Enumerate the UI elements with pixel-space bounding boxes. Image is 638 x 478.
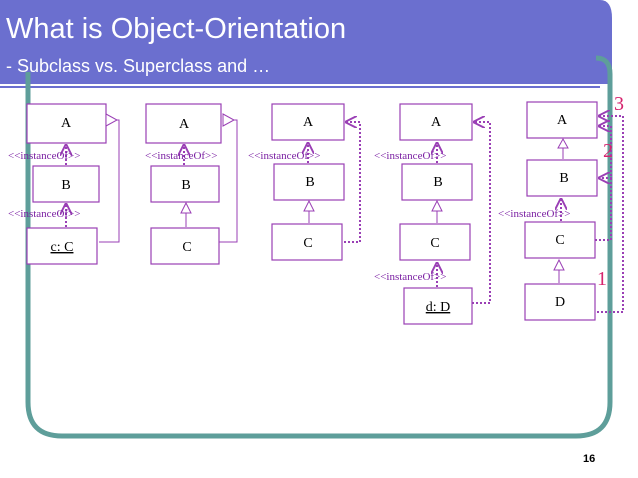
slide-subtitle: - Subclass vs. Superclass and … — [6, 56, 270, 76]
header-band — [0, 0, 612, 84]
generalization-arrowhead — [557, 137, 569, 149]
stereotype-label: <<instanceOf>> — [8, 208, 80, 220]
generalization-arrowhead — [222, 113, 236, 127]
class-box-c — [271, 223, 343, 261]
diagram-5: A B C D <<instanceOf>> 3 2 1 — [498, 93, 624, 321]
class-box-a — [271, 103, 345, 141]
class-label: A — [179, 117, 190, 132]
instance-of-dotted — [344, 122, 361, 243]
class-label: B — [61, 178, 70, 193]
instance-of-dotted — [597, 116, 624, 313]
class-box-b — [273, 163, 345, 201]
instance-of-dotted — [595, 126, 612, 241]
generalization-arrowhead — [431, 199, 443, 212]
class-box-c — [399, 223, 471, 261]
class-label: A — [431, 115, 442, 130]
step-number-2: 2 — [603, 140, 613, 162]
stereotype-label: <<instanceOf>> — [374, 150, 446, 162]
stereotype-label: <<instanceOf>> — [498, 208, 570, 220]
class-label: D — [555, 295, 565, 310]
diagram-4: A B C d: D <<instanceOf>> <<instanceOf>> — [374, 103, 491, 325]
object-box-c — [26, 227, 98, 265]
class-box-a — [145, 103, 222, 144]
step-number-3: 3 — [614, 93, 624, 115]
stereotype-label: <<instanceOf>> — [145, 150, 217, 162]
instance-of-dotted — [472, 122, 491, 304]
class-label: B — [305, 175, 314, 190]
class-label: C — [430, 236, 439, 251]
class-box-d — [524, 283, 596, 321]
object-label: d: D — [426, 300, 451, 315]
stereotype-label: <<instanceOf>> — [8, 150, 80, 162]
class-box-c — [150, 227, 220, 265]
class-label: C — [303, 236, 312, 251]
class-label: C — [555, 233, 564, 248]
generalization-line — [219, 119, 238, 243]
generalization-arrowhead — [105, 113, 119, 127]
slide-frame — [25, 55, 613, 439]
step-number-1: 1 — [597, 268, 607, 290]
class-label: A — [61, 116, 72, 131]
class-box-b — [32, 165, 100, 203]
object-box-d — [403, 287, 473, 325]
class-label: A — [557, 113, 568, 128]
stereotype-label: <<instanceOf>> — [374, 271, 446, 283]
slide-title: What is Object-Orientation — [6, 13, 346, 45]
page-number: 16 — [583, 453, 595, 465]
object-label: c: C — [51, 240, 74, 255]
generalization-arrowhead — [303, 199, 315, 212]
generalization-arrowhead — [180, 201, 192, 214]
class-label: A — [303, 115, 314, 130]
class-box-c — [524, 221, 596, 259]
class-label: C — [182, 240, 191, 255]
class-box-a — [26, 103, 107, 144]
class-label: B — [433, 175, 442, 190]
class-box-b — [526, 159, 598, 197]
diagram-3: A B C <<instanceOf>> — [248, 103, 361, 261]
stereotype-label: <<instanceOf>> — [248, 150, 320, 162]
generalization-arrowhead — [553, 258, 565, 271]
class-box-b — [150, 165, 220, 203]
class-box-a — [399, 103, 473, 141]
diagram-2: A B C <<instanceOf>> — [145, 103, 238, 265]
class-label: B — [181, 178, 190, 193]
class-box-a — [526, 101, 598, 139]
diagram-1: A B c: C <<instanceOf>> <<instanceOf>> — [8, 103, 120, 265]
class-label: B — [559, 171, 568, 186]
